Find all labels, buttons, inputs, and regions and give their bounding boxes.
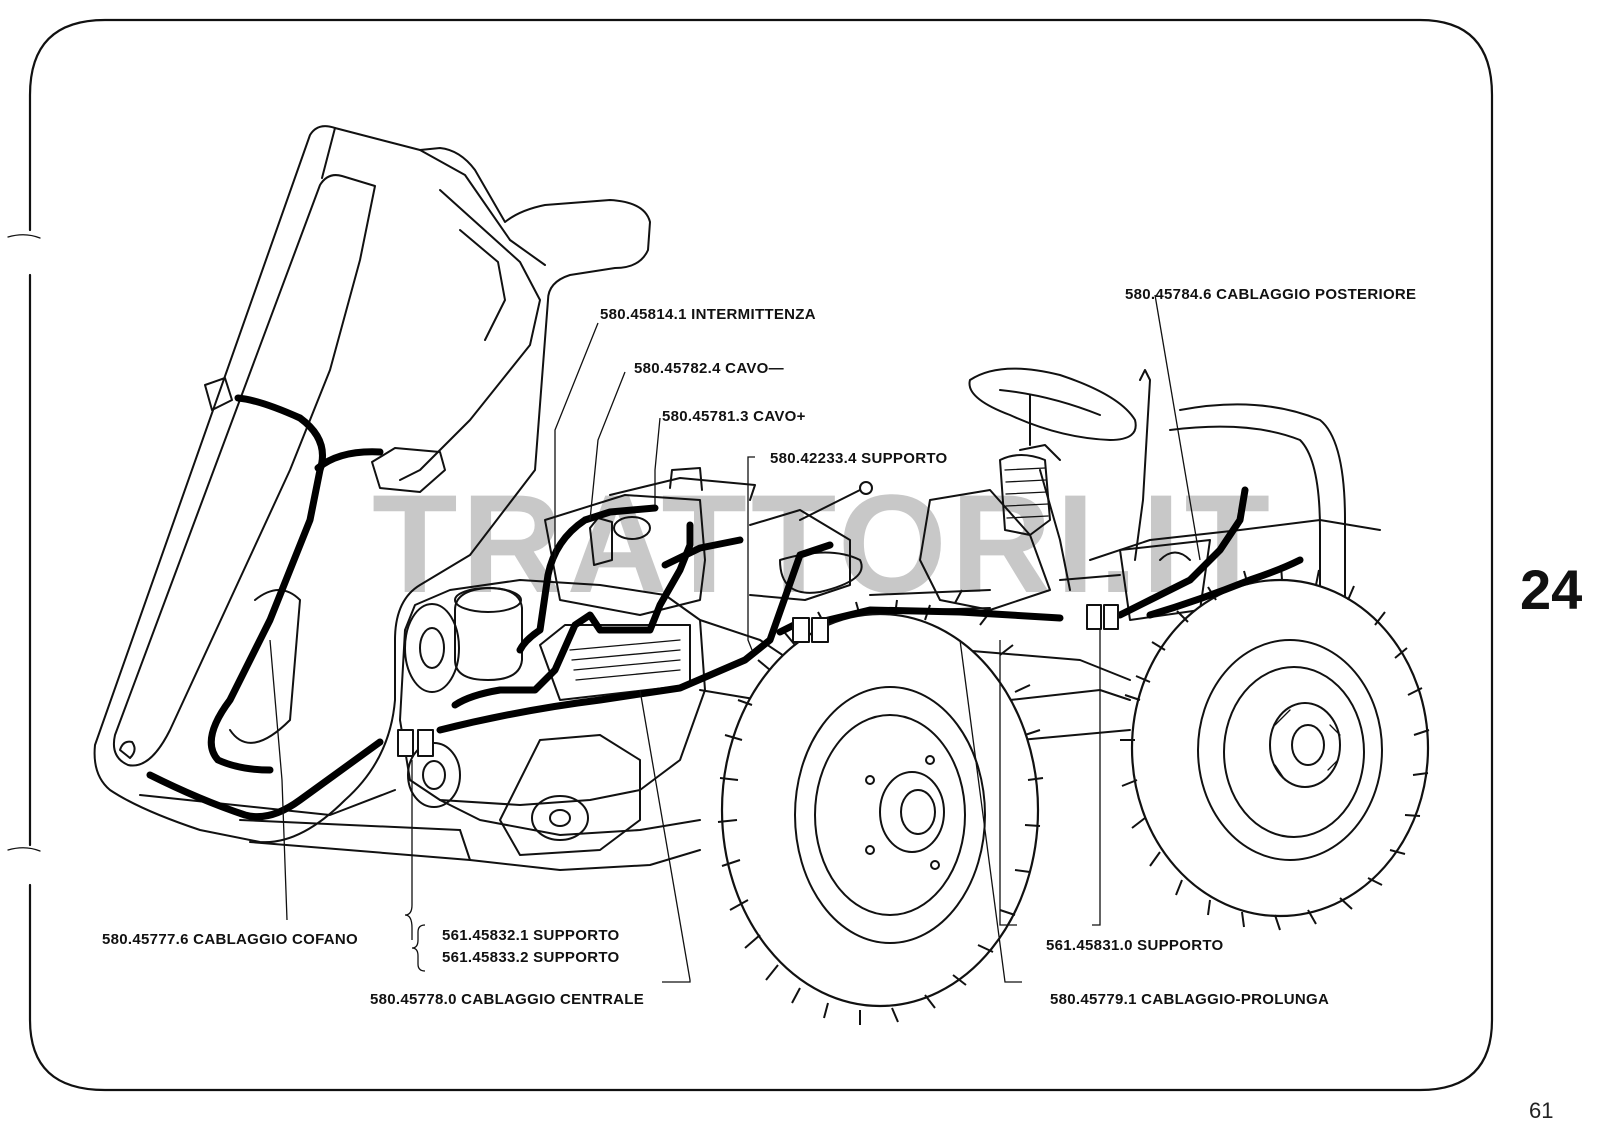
label-cablaggio-cofano: 580.45777.6 CABLAGGIO COFANO — [102, 931, 358, 948]
front-wheel — [717, 589, 1044, 1025]
page-number: 61 — [1529, 1098, 1553, 1123]
connectors — [397, 604, 1119, 757]
label-supporto-45831: 561.45831.0 SUPPORTO — [1046, 937, 1224, 954]
label-cavo-negativo: 580.45782.4 CAVO— — [634, 360, 784, 377]
engine-block — [239, 467, 873, 871]
label-supporto-45833: 561.45833.2 SUPPORTO — [442, 949, 620, 966]
label-supporto-45832: 561.45832.1 SUPPORTO — [442, 927, 620, 944]
label-cablaggio-posteriore: 580.45784.6 CABLAGGIO POSTERIORE — [1125, 286, 1416, 303]
label-supporto-42233: 580.42233.4 SUPPORTO — [770, 450, 948, 467]
leader-lines — [269, 294, 1201, 983]
label-intermittenza: 580.45814.1 INTERMITTENZA — [600, 306, 816, 323]
label-bracket — [411, 924, 426, 972]
watermark: TRATTORI.IT — [372, 465, 1274, 622]
section-number: 24 — [1520, 558, 1582, 621]
label-cavo-positivo: 580.45781.3 CAVO+ — [662, 408, 806, 425]
engine-hood — [93, 125, 651, 844]
label-cablaggio-centrale: 580.45778.0 CABLAGGIO CENTRALE — [370, 991, 644, 1008]
binding-mark-bottom — [7, 847, 41, 852]
page-frame — [28, 18, 1494, 1092]
label-cablaggio-prolunga: 580.45779.1 CABLAGGIO-PROLUNGA — [1050, 991, 1329, 1008]
rear-wheel — [1120, 564, 1430, 931]
binding-mark-top — [7, 234, 41, 239]
wiring-harness — [146, 394, 1304, 821]
